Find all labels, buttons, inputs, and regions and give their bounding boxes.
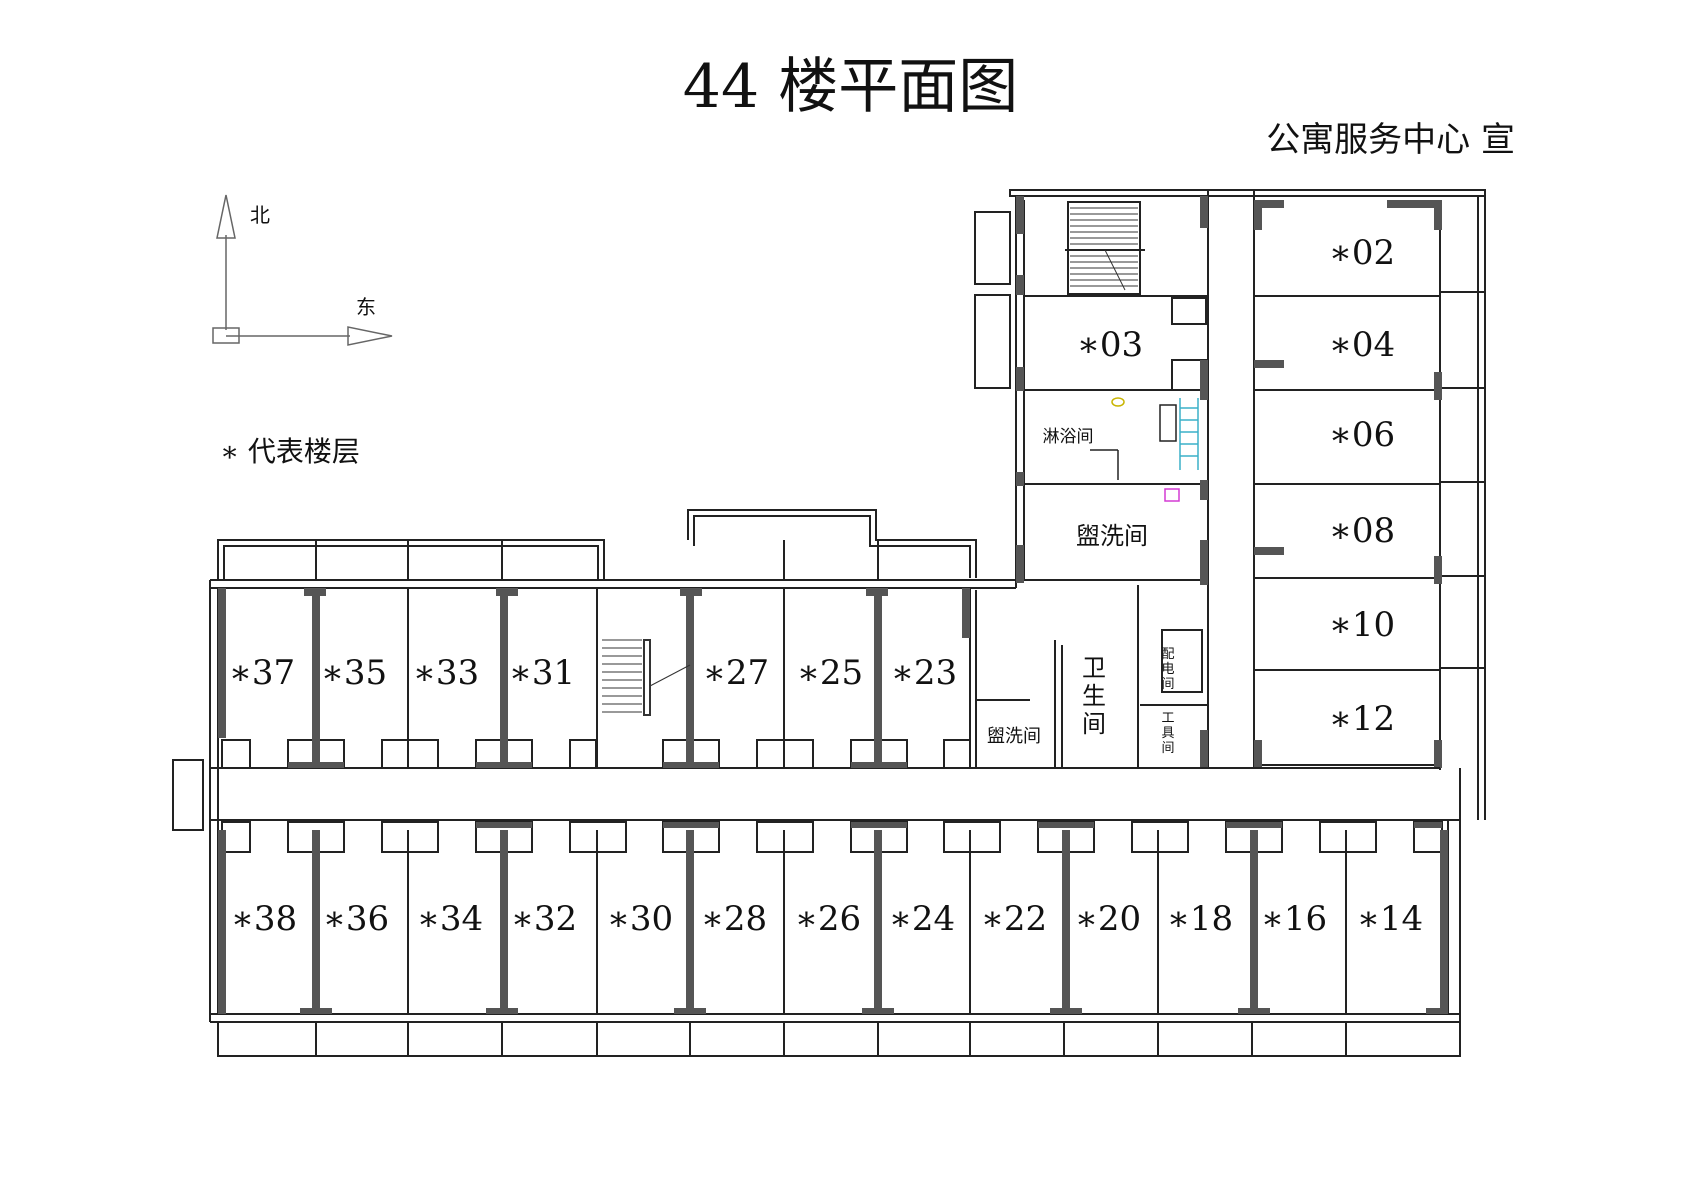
issuer-label: 公寓服务中心 宣 [1266, 120, 1515, 160]
room-37-label: ∗37 [229, 653, 295, 693]
room-20-label: ∗20 [1075, 899, 1141, 939]
room-18-label: ∗18 [1167, 899, 1233, 939]
power-room-label-3: 间 [1161, 677, 1174, 692]
room-35-label: ∗35 [321, 653, 387, 693]
room-10-label: ∗10 [1329, 605, 1395, 645]
toilet-label-2: 生 [1082, 682, 1106, 710]
west-stair [602, 639, 691, 716]
north-arrow-icon [216, 194, 236, 239]
north-label: 北 [250, 203, 270, 227]
room-06-label: ∗06 [1329, 415, 1395, 455]
room-12-label: ∗12 [1329, 699, 1395, 739]
tool-room-label-1: 工 [1161, 711, 1174, 726]
east-arrow-icon [347, 326, 393, 346]
toilet-label-1: 卫 [1082, 654, 1106, 682]
room-34-label: ∗34 [417, 899, 483, 939]
room-26-label: ∗26 [795, 899, 861, 939]
room-16-label: ∗16 [1261, 899, 1327, 939]
south-row-partitions [221, 821, 1443, 1056]
east-label: 东 [356, 295, 376, 319]
compass-origin [212, 327, 240, 344]
washroom-lower-label: 盥洗间 [987, 726, 1041, 747]
compass [212, 194, 393, 346]
room-23-label: ∗23 [891, 653, 957, 693]
room-38-label: ∗38 [231, 899, 297, 939]
room-27-label: ∗27 [703, 653, 769, 693]
south-row-columns [218, 822, 1448, 1014]
power-room-label-1: 配 [1161, 647, 1174, 662]
north-wing-columns [1016, 196, 1442, 768]
legend-text: ∗ 代表楼层 [220, 435, 360, 468]
room-28-label: ∗28 [701, 899, 767, 939]
room-22-label: ∗22 [981, 899, 1047, 939]
room-25-label: ∗25 [797, 653, 863, 693]
room-08-label: ∗08 [1329, 511, 1395, 551]
room-14-label: ∗14 [1357, 899, 1423, 939]
room-02-label: ∗02 [1329, 233, 1395, 273]
north-row-columns [218, 588, 970, 768]
room-24-label: ∗24 [889, 899, 955, 939]
tool-room-label-3: 间 [1161, 741, 1174, 756]
power-room-label-2: 电 [1161, 662, 1174, 677]
facility-labels: 淋浴间 盥洗间 盥洗间 卫 生 间 配 电 间 工 具 间 [987, 427, 1175, 756]
room-03-label: ∗03 [1077, 325, 1143, 365]
room-31-label: ∗31 [509, 653, 575, 693]
room-33-label: ∗33 [413, 653, 479, 693]
shower-room-label: 淋浴间 [1043, 427, 1094, 447]
washroom-upper-label: 盥洗间 [1076, 522, 1148, 550]
room-32-label: ∗32 [511, 899, 577, 939]
tool-room-label-2: 具 [1161, 726, 1174, 741]
room-labels: ∗02 ∗03 ∗04 ∗06 ∗08 ∗10 ∗12 ∗37 ∗35 ∗33 … [229, 233, 1423, 939]
north-wing-walls [974, 189, 1486, 820]
main-block-walls [172, 509, 1461, 1057]
room-04-label: ∗04 [1329, 325, 1395, 365]
page-title: 44 楼平面图 [682, 52, 1019, 122]
room-36-label: ∗36 [323, 899, 389, 939]
north-stair-treads [1070, 207, 1138, 291]
toilet-label-3: 间 [1082, 710, 1106, 738]
room-30-label: ∗30 [607, 899, 673, 939]
shower-fixtures [1090, 397, 1199, 502]
